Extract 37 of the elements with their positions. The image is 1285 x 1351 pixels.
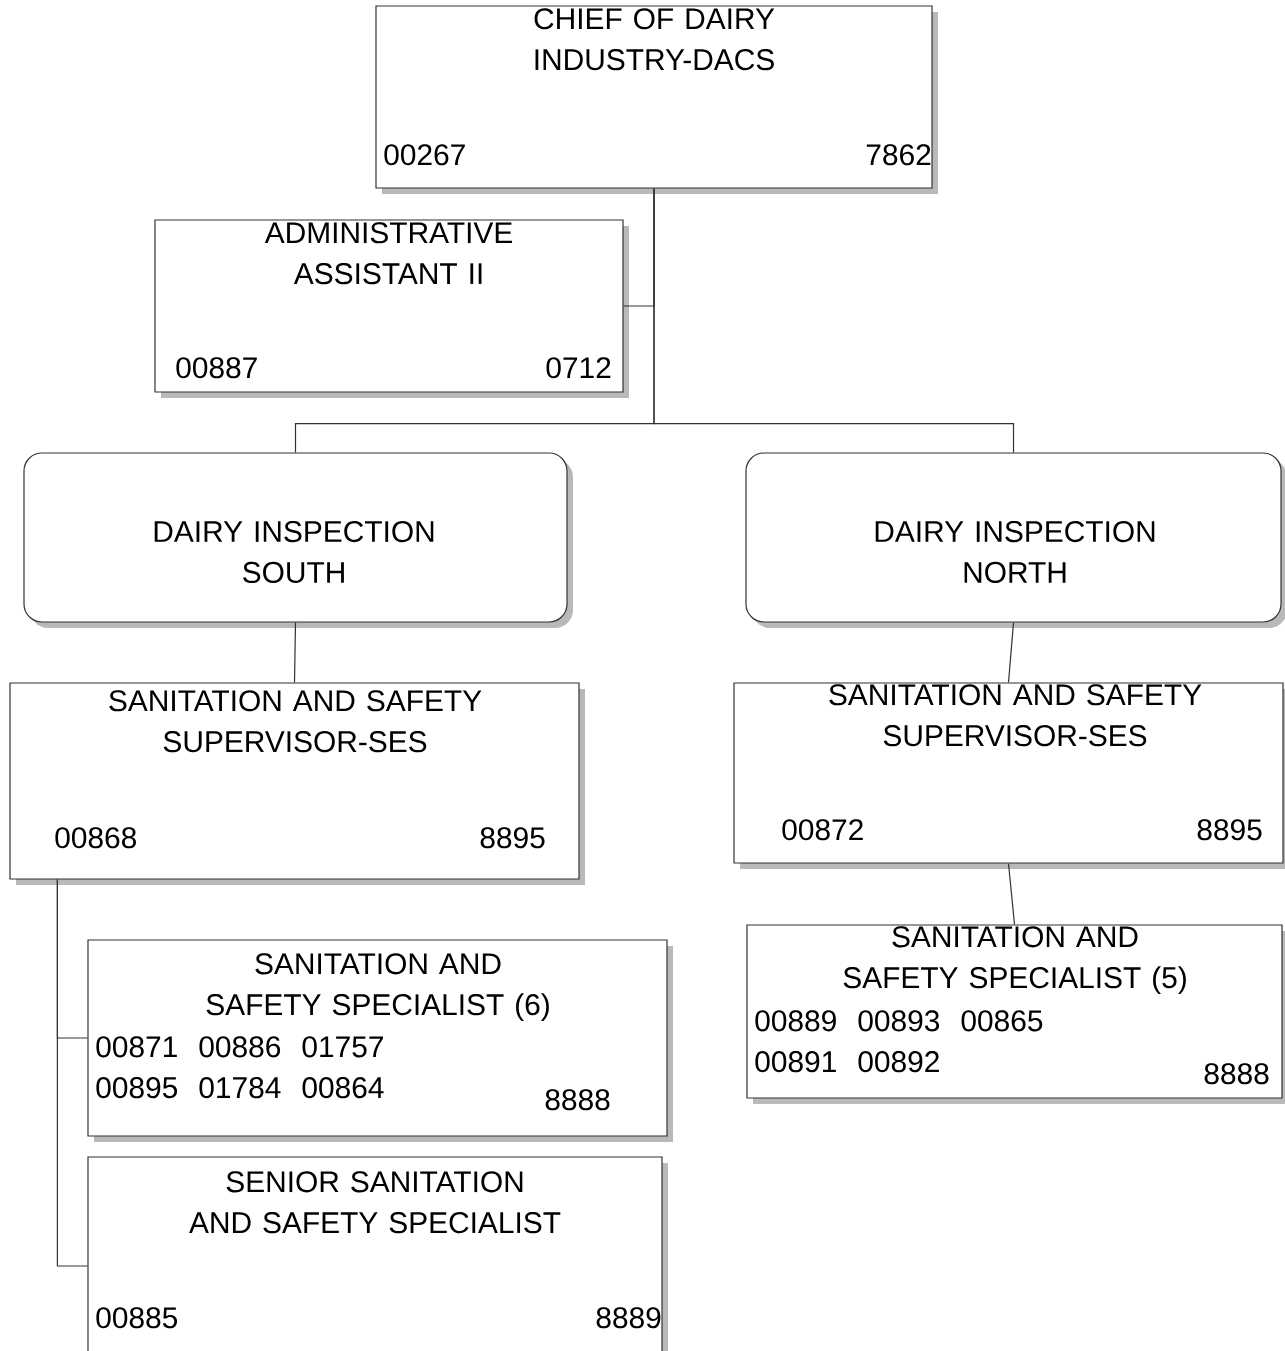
- position-number: 00889 00893 00865 00891 00892: [755, 1010, 1043, 1073]
- connector-line: [1007, 863, 1016, 925]
- class-code: 8889: [596, 1307, 661, 1329]
- position-box: [375, 5, 938, 194]
- class-code: 8888: [545, 1089, 610, 1111]
- position-number: 00871 00886 01757 00895 01784 00864: [96, 1036, 384, 1099]
- position-box: [733, 682, 1285, 869]
- class-code: 0712: [546, 357, 611, 379]
- position-number: 00887: [176, 357, 257, 379]
- position-title: SANITATION AND SAFETY SUPERVISOR-SES: [829, 684, 1202, 747]
- connector-line: [56, 879, 88, 1267]
- connector-line: [293, 622, 297, 683]
- position-box: [154, 219, 629, 398]
- position-title: DAIRY INSPECTION SOUTH: [154, 521, 434, 583]
- class-code: 8888: [1204, 1063, 1269, 1085]
- unit-box: [745, 452, 1285, 628]
- position-number: 00868: [55, 827, 136, 849]
- position-number: 00885: [96, 1307, 178, 1329]
- position-title: SANITATION AND SAFETY SPECIALIST (6): [206, 953, 549, 1022]
- class-code: 8895: [1197, 819, 1262, 841]
- position-box: [746, 924, 1285, 1104]
- unit-box: [23, 452, 573, 628]
- position-title: CHIEF OF DAIRY INDUSTRY-DACS: [534, 8, 775, 71]
- position-box: [87, 939, 673, 1142]
- class-code: 7862: [866, 144, 931, 166]
- position-title: DAIRY INSPECTION NORTH: [875, 521, 1155, 583]
- position-number: 00872: [782, 819, 863, 841]
- position-title: SANITATION AND SAFETY SPECIALIST (5): [843, 926, 1186, 995]
- position-title: ADMINISTRATIVE ASSISTANT II: [264, 222, 512, 285]
- connector-line: [653, 188, 1015, 453]
- position-title: SANITATION AND SAFETY SUPERVISOR-SES: [109, 690, 482, 753]
- position-number: 00267: [384, 144, 465, 166]
- position-title: SENIOR SANITATION AND SAFETY SPECIALIST: [189, 1171, 561, 1234]
- connector-line: [1007, 622, 1015, 683]
- class-code: 8895: [480, 827, 545, 849]
- position-box: [87, 1156, 668, 1351]
- position-box: [9, 682, 585, 885]
